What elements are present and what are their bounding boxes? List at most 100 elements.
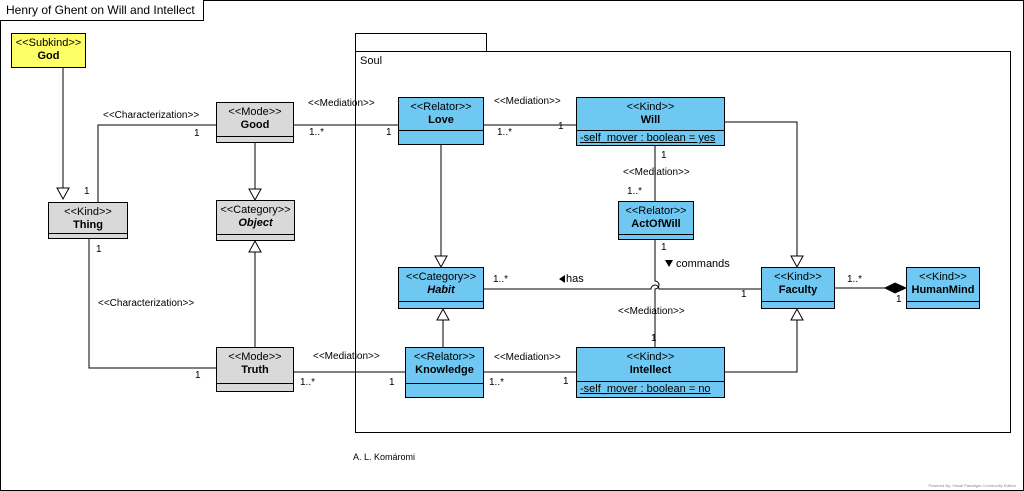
mult-actofwill-top: 1..* [627,186,643,197]
attribute-compartment [217,234,294,235]
mult-thing-bottom: 1 [96,244,102,255]
stereotype: <<Kind>> [919,271,967,283]
author-credit: A. L. Komáromi [353,452,416,462]
mult-love-right: 1..* [497,127,513,138]
class-knowledge[interactable]: <<Relator>> Knowledge [405,347,484,398]
class-name: Love [428,114,454,126]
class-will[interactable]: <<Kind>> Will -self_mover : boolean = ye… [576,97,725,146]
label-mediation-knowledge-intellect: <<Mediation>> [494,352,561,363]
class-human-mind[interactable]: <<Kind>> HumanMind [906,267,980,309]
attribute-compartment [399,301,483,302]
stereotype: <<Relator>> [410,101,472,113]
class-truth[interactable]: <<Mode>> Truth [216,347,294,392]
stereotype: <<Relator>> [413,351,476,363]
generalization-arrowhead [790,307,804,321]
class-act-of-will[interactable]: <<Relator>> ActOfWill [618,201,694,240]
label-commands: commands [676,258,730,270]
mult-love-left: 1 [386,127,392,138]
label-characterization-good-thing: <<Characterization>> [103,110,200,121]
class-object[interactable]: <<Category>> Object [216,200,295,241]
attribute-compartment [217,383,293,384]
stereotype: <<Relator>> [625,205,687,217]
attribute-compartment [577,381,724,382]
attribute-compartment [762,301,834,302]
mult-good-mediation: 1..* [309,127,325,138]
label-has: has [566,273,584,285]
class-name: Good [240,119,270,131]
edge-will-faculty [725,121,798,256]
mult-intellect-left: 1 [563,376,569,387]
class-god[interactable]: <<Subkind>> God [11,33,86,68]
class-name: HumanMind [911,284,975,296]
class-name: Thing [73,219,103,231]
stereotype: <<Mode>> [228,351,282,363]
attribute-compartment [217,136,293,137]
commands-direction-arrow [665,260,673,267]
stereotype: <<Category>> [405,271,477,283]
class-name: Faculty [778,284,818,296]
class-intellect[interactable]: <<Kind>> Intellect -self_mover : boolean… [576,347,725,398]
package-label: Soul [360,55,383,67]
label-mediation-will-actofwill: <<Mediation>> [623,167,690,178]
label-mediation-good-love: <<Mediation>> [308,98,375,109]
attribute-self-mover: -self_mover : boolean = yes [580,132,716,144]
mult-actofwill-bottom: 1 [661,242,667,253]
edge-intellect-faculty [725,320,798,373]
edge-truth-thing [88,239,216,369]
stereotype: <<Kind>> [626,351,675,363]
label-characterization-truth-thing: <<Characterization>> [98,298,195,309]
generalization-arrowhead [248,188,262,202]
mult-truth-mediation: 1..* [300,377,316,388]
attribute-compartment [49,233,127,234]
mult-faculty-composition: 1..* [847,274,863,285]
mult-intellect-top: 1 [651,333,657,344]
mult-will-left: 1 [558,121,564,132]
attribute-compartment [907,301,979,302]
mult-faculty-has: 1 [741,289,747,300]
class-good[interactable]: <<Mode>> Good [216,102,294,143]
class-name: Truth [241,364,269,376]
edge-habit-faculty [484,284,761,290]
attribute-compartment [406,383,483,384]
has-direction-arrow [559,275,565,283]
footer-note: Powered By: Visual Paradigm Community Ed… [928,483,1016,488]
attribute-compartment [577,130,724,131]
mult-habit-has: 1..* [493,274,509,285]
package-tab[interactable] [355,33,487,52]
stereotype: <<Category>> [220,204,291,216]
stereotype: <<Mode>> [228,106,282,118]
mult-knowledge-right: 1..* [489,377,505,388]
label-mediation-love-will: <<Mediation>> [494,96,561,107]
edge-actofwill-intellect [654,240,660,347]
generalization-arrowhead [56,187,70,201]
attribute-compartment [399,130,483,131]
mult-good-charac: 1 [194,128,200,139]
mult-knowledge-left: 1 [389,377,395,388]
stereotype: <<Kind>> [626,101,675,113]
stereotype: <<Kind>> [774,271,822,283]
class-name: Will [640,114,661,126]
diagram-title: Henry of Ghent on Will and Intellect [0,0,204,21]
composition-diamond [883,282,908,294]
generalization-arrowhead [434,255,448,269]
attribute-compartment [619,234,693,235]
class-name: Object [238,217,273,229]
class-habit[interactable]: <<Category>> Habit [398,267,484,309]
attribute-self-mover: -self_mover : boolean = no [580,383,711,395]
stereotype: <<Kind>> [64,206,112,218]
mult-humanmind-composition: 1 [896,294,902,305]
mult-thing-top: 1 [84,186,90,197]
label-mediation-actofwill-intellect: <<Mediation>> [618,306,685,317]
class-thing[interactable]: <<Kind>> Thing [48,202,128,239]
class-name: God [37,50,60,62]
generalization-arrowhead [248,239,262,253]
mult-will-bottom: 1 [661,150,667,161]
class-name: Intellect [629,364,672,376]
class-name: Habit [427,284,455,296]
generalization-arrowhead [436,307,450,321]
label-mediation-truth-knowledge: <<Mediation>> [313,351,380,362]
class-faculty[interactable]: <<Kind>> Faculty [761,267,835,309]
mult-truth-charac: 1 [195,370,201,381]
class-love[interactable]: <<Relator>> Love [398,97,484,145]
